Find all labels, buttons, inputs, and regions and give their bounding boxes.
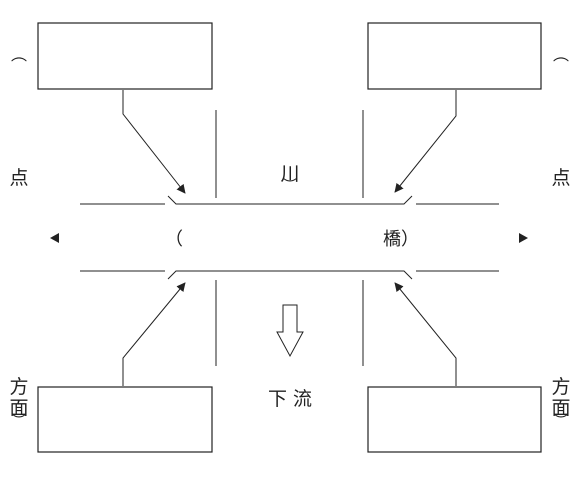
right-top-bracket: ︵ [553,45,569,64]
arrow-bottom-right [394,282,457,386]
arrow-bottom-left [122,282,186,386]
river-bracket: ︶ [282,176,297,194]
top-right-box [367,22,542,90]
arrow-top-right [394,90,457,193]
right-bottom-char-3: ︶ [553,412,568,430]
downstream-label: 下 流 [268,388,312,410]
river-label: 川 [280,163,299,185]
left-bottom-char-2: 面 [9,397,28,419]
triangle-right-icon [519,233,528,243]
bottom-left-box [37,386,213,453]
top-left-box [37,22,213,90]
triangle-left-icon [50,233,59,243]
left-bottom-char-3: ︶ [11,412,26,430]
bridge-top-edge [80,195,499,205]
bridge-open-paren: （ [165,229,183,250]
bottom-right-box [367,386,542,453]
left-top-bracket: ︵ [11,45,27,64]
left-bottom-char-1: 方 [9,376,28,398]
arrow-top-left [122,90,186,194]
hollow-down-arrow-icon [276,304,304,358]
right-bottom-char-2: 面 [551,397,570,419]
right-bottom-char-1: 方 [551,376,570,398]
bridge-bottom-edge [80,270,499,280]
left-point-label: 点 [9,167,28,189]
bridge-name-label: 橋） [383,229,419,250]
right-point-label: 点 [551,167,570,189]
